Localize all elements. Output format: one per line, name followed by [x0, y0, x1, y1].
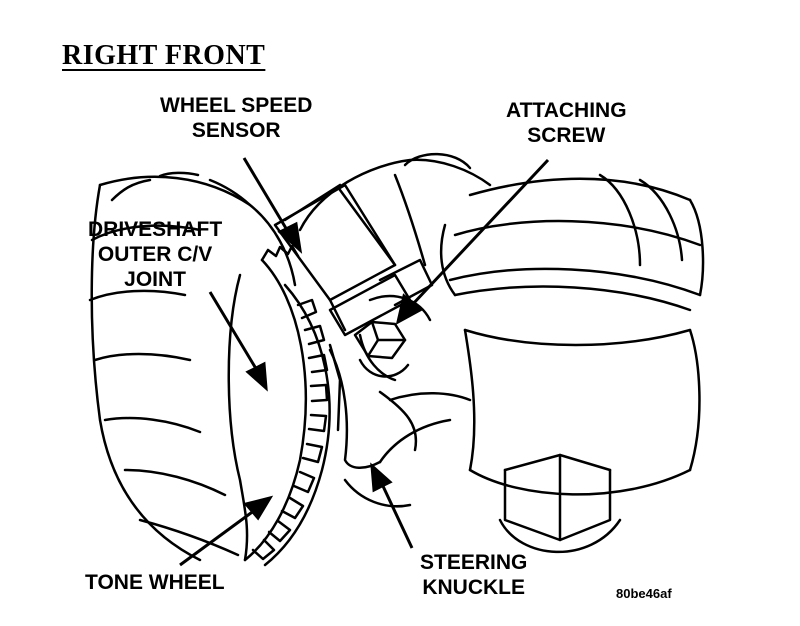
screw-drawing — [353, 320, 410, 378]
arrow-steering-knuckle — [380, 483, 414, 549]
arrow-driveshaft-joint — [208, 291, 260, 373]
label-line: STEERING — [420, 551, 528, 574]
arrow-head-screw — [395, 293, 423, 325]
label-line: DRIVESHAFT — [88, 218, 223, 241]
leader-arrows — [179, 157, 550, 567]
label-tone-wheel: TONE WHEEL — [85, 571, 225, 594]
label-line: KNUCKLE — [422, 576, 526, 599]
label-steering-knuckle: STEERING KNUCKLE — [420, 550, 527, 600]
label-line: SENSOR — [191, 119, 281, 142]
arrow-attaching-screw — [410, 158, 550, 307]
arrow-wheel-speed-sensor — [242, 157, 292, 236]
label-line: WHEEL SPEED — [160, 94, 313, 117]
label-wheel-speed-sensor: WHEEL SPEED SENSOR — [160, 93, 312, 143]
hub-drawing — [439, 173, 705, 554]
arrow-head-tone — [243, 495, 274, 521]
label-driveshaft-joint: DRIVESHAFT OUTER C/V JOINT — [88, 217, 222, 292]
label-line: SCREW — [527, 124, 606, 147]
label-line: ATTACHING — [506, 99, 627, 122]
tone-wheel-drawing — [227, 244, 331, 567]
label-line: OUTER C/V — [97, 243, 213, 266]
arrow-head-knuckle — [370, 462, 393, 493]
arrow-tone-wheel — [179, 508, 256, 567]
knuckle-drawing — [298, 152, 492, 508]
label-line: JOINT — [124, 268, 187, 291]
figure-id: 80be46af — [616, 586, 672, 601]
arrow-head-sensor — [277, 221, 303, 254]
arrow-head-joint — [245, 361, 268, 392]
cv-joint-drawing — [88, 171, 297, 562]
page-title: RIGHT FRONT — [62, 40, 266, 71]
label-attaching-screw: ATTACHING SCREW — [506, 98, 627, 148]
